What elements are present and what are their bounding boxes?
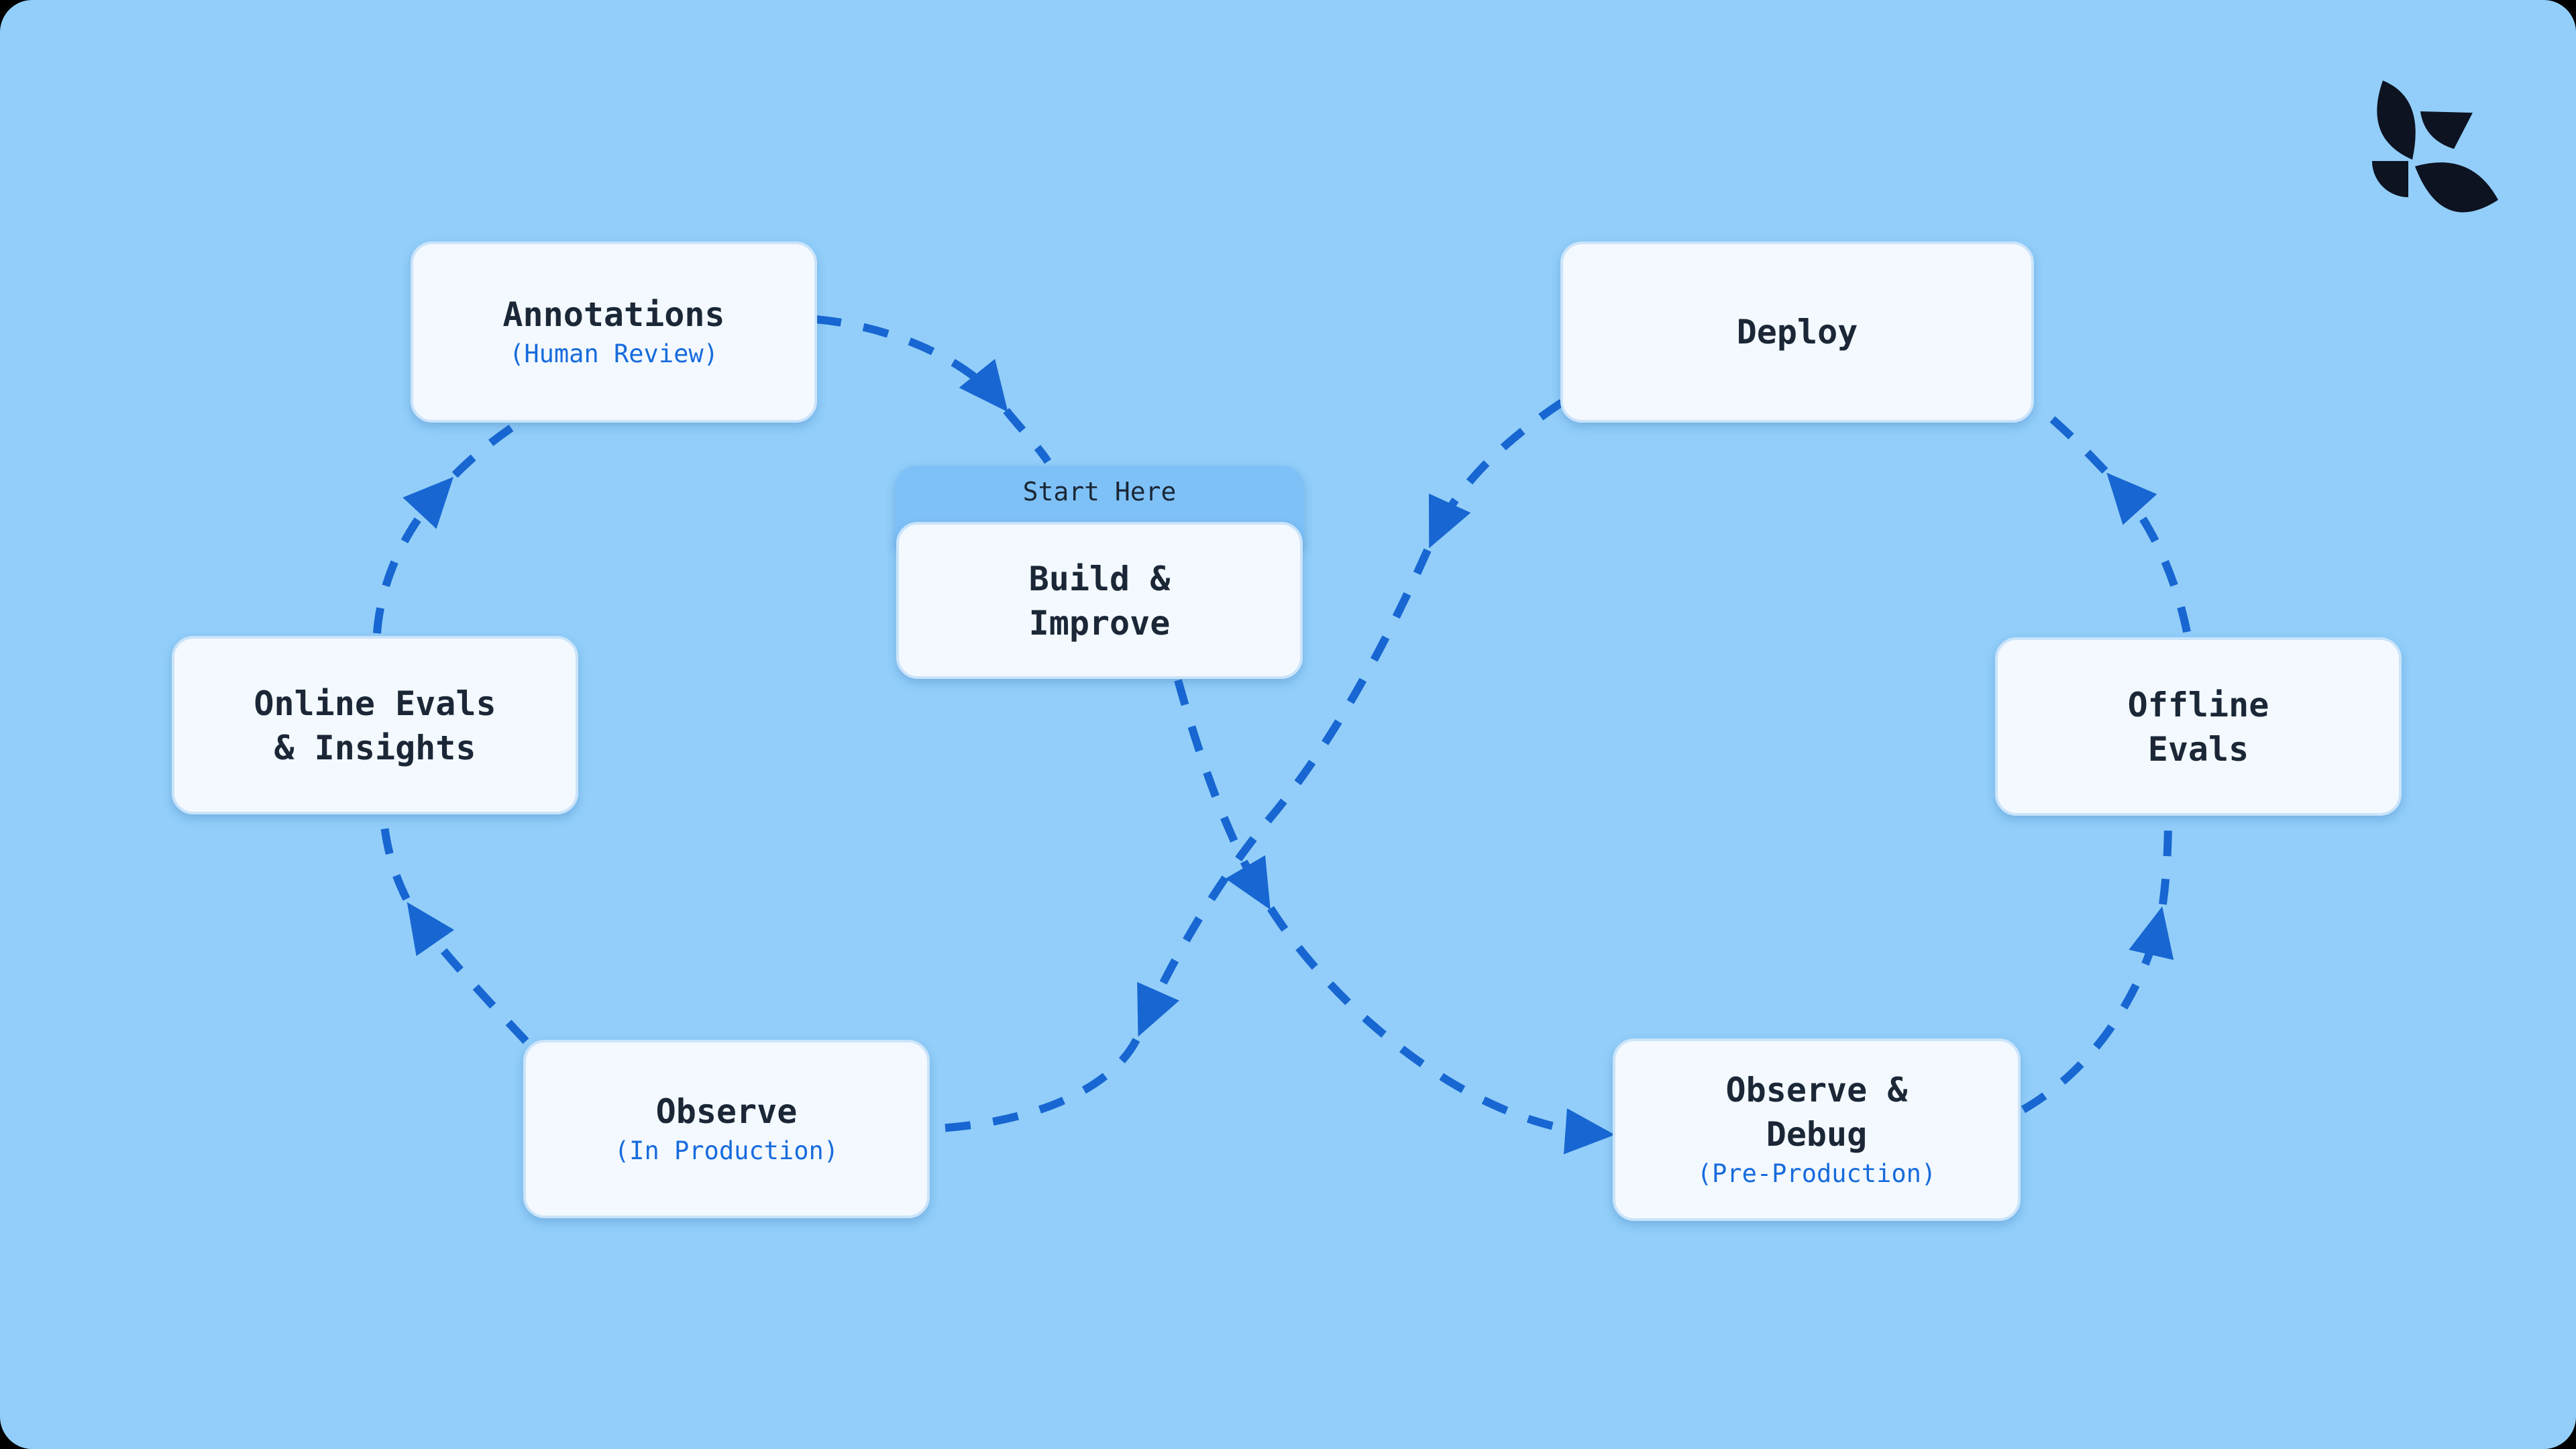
node-observe-production-subtitle: (In Production) (614, 1137, 839, 1166)
node-offline-evals-title: Offline Evals (2127, 685, 2269, 768)
node-deploy: Deploy (1560, 241, 2034, 423)
node-annotations-subtitle: (Human Review) (509, 340, 718, 369)
edge-annotations-to-build (815, 315, 1051, 464)
node-observe-debug-title: Observe & Debug (1725, 1070, 1908, 1154)
edge-offline-to-deploy (2033, 402, 2191, 633)
edge-build-to-observe-debug (1174, 679, 1615, 1155)
node-offline-evals: Offline Evals (1995, 637, 2402, 816)
node-observe-debug: Observe & Debug (Pre-Production) (1613, 1038, 2021, 1221)
four-leaf-logo-icon (2372, 80, 2498, 213)
edge-deploy-to-observe-production (938, 399, 1564, 1132)
node-observe-production-title: Observe (655, 1091, 798, 1131)
node-online-evals: Online Evals & Insights (172, 636, 578, 814)
start-here-label: Start Here (1022, 478, 1177, 507)
node-build-improve-title: Build & Improve (1028, 559, 1171, 642)
node-annotations: Annotations (Human Review) (411, 241, 817, 423)
node-online-evals-title: Online Evals & Insights (254, 684, 496, 767)
node-observe-production: Observe (In Production) (523, 1040, 930, 1218)
node-annotations-title: Annotations (502, 294, 725, 334)
edge-observe-to-online-evals (380, 819, 529, 1044)
node-build-improve: Build & Improve (896, 522, 1303, 679)
edge-observe-debug-to-offline (2021, 818, 2174, 1114)
edge-online-evals-to-annotations (373, 425, 514, 634)
node-observe-debug-subtitle: (Pre-Production) (1697, 1160, 1937, 1189)
node-deploy-title: Deploy (1736, 313, 1858, 352)
